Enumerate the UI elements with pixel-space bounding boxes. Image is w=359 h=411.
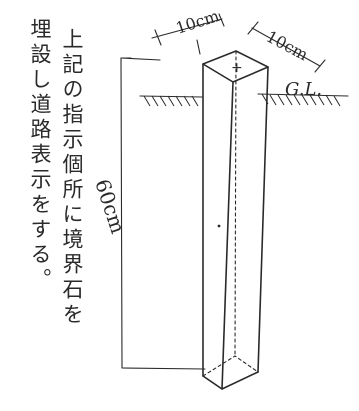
top-depth-dimension (247, 21, 326, 73)
height-dimension-bracket (120, 57, 206, 370)
top-depth-label: 10cm (263, 27, 311, 65)
top-width-label: 10cm (173, 6, 221, 38)
ground-line (139, 93, 349, 107)
boundary-stone-post (202, 50, 269, 390)
note-column-right: 上記の指示個所に境界石を (60, 28, 84, 328)
height-label: 60cm (90, 176, 130, 236)
face-dot (217, 224, 221, 228)
ground-line-label: G.L. (285, 79, 322, 100)
center-mark: + (231, 60, 243, 76)
top-width-dimension (151, 13, 225, 55)
note-column-left: 埋設し道路表示をする。 (28, 18, 52, 293)
